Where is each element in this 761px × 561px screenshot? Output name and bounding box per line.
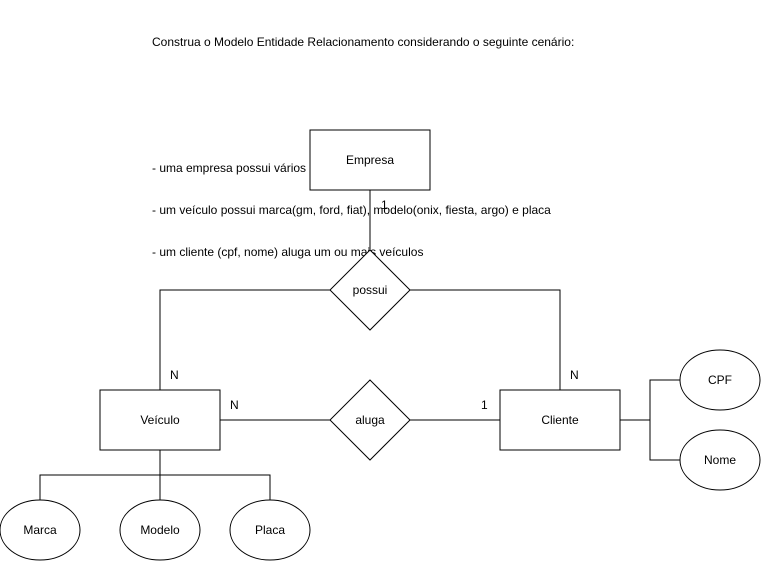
relationship-aluga-label: aluga bbox=[355, 413, 385, 427]
attribute-modelo[interactable] bbox=[119, 499, 201, 561]
entity-veiculo-label: Veículo bbox=[140, 413, 180, 427]
attribute-nome-label: Nome bbox=[704, 453, 736, 467]
attribute-placa-label: Placa bbox=[255, 523, 285, 537]
relationship-aluga[interactable] bbox=[329, 379, 411, 461]
instructions-line: - um veículo possui marca(gm, ford, fiat… bbox=[152, 203, 551, 217]
instructions-text: Construa o Modelo Entidade Relacionament… bbox=[152, 7, 574, 273]
cardinality-cliente-aluga: 1 bbox=[481, 398, 488, 412]
entity-empresa-label: Empresa bbox=[346, 153, 394, 167]
edge-possui-cliente bbox=[410, 289, 561, 390]
instructions-title: Construa o Modelo Entidade Relacionament… bbox=[152, 35, 575, 49]
relationship-possui-label: possui bbox=[353, 283, 388, 297]
cardinality-cliente-possui: N bbox=[570, 368, 579, 382]
entity-empresa[interactable] bbox=[309, 129, 431, 191]
entity-cliente-label: Cliente bbox=[541, 413, 579, 427]
cardinality-veiculo-aluga: N bbox=[230, 398, 239, 412]
attribute-cpf-label: CPF bbox=[708, 373, 732, 387]
cardinality-empresa-possui: 1 bbox=[381, 198, 388, 212]
relationship-possui[interactable] bbox=[329, 249, 411, 331]
attribute-marca[interactable] bbox=[0, 499, 81, 561]
edge-attr-bus bbox=[39, 474, 271, 500]
attribute-placa[interactable] bbox=[229, 499, 311, 561]
cardinality-veiculo-possui: N bbox=[170, 368, 179, 382]
entity-veiculo[interactable] bbox=[99, 389, 221, 451]
attribute-modelo-label: Modelo bbox=[140, 523, 180, 537]
attribute-nome[interactable] bbox=[679, 429, 761, 491]
instructions-line: - um cliente (cpf, nome) aluga um ou mai… bbox=[152, 245, 424, 259]
edge-cliente-attr-bus bbox=[649, 379, 680, 461]
attribute-marca-label: Marca bbox=[23, 523, 57, 537]
entity-cliente[interactable] bbox=[499, 389, 621, 451]
attribute-cpf[interactable] bbox=[679, 349, 761, 411]
edge-possui-veiculo bbox=[159, 289, 330, 390]
